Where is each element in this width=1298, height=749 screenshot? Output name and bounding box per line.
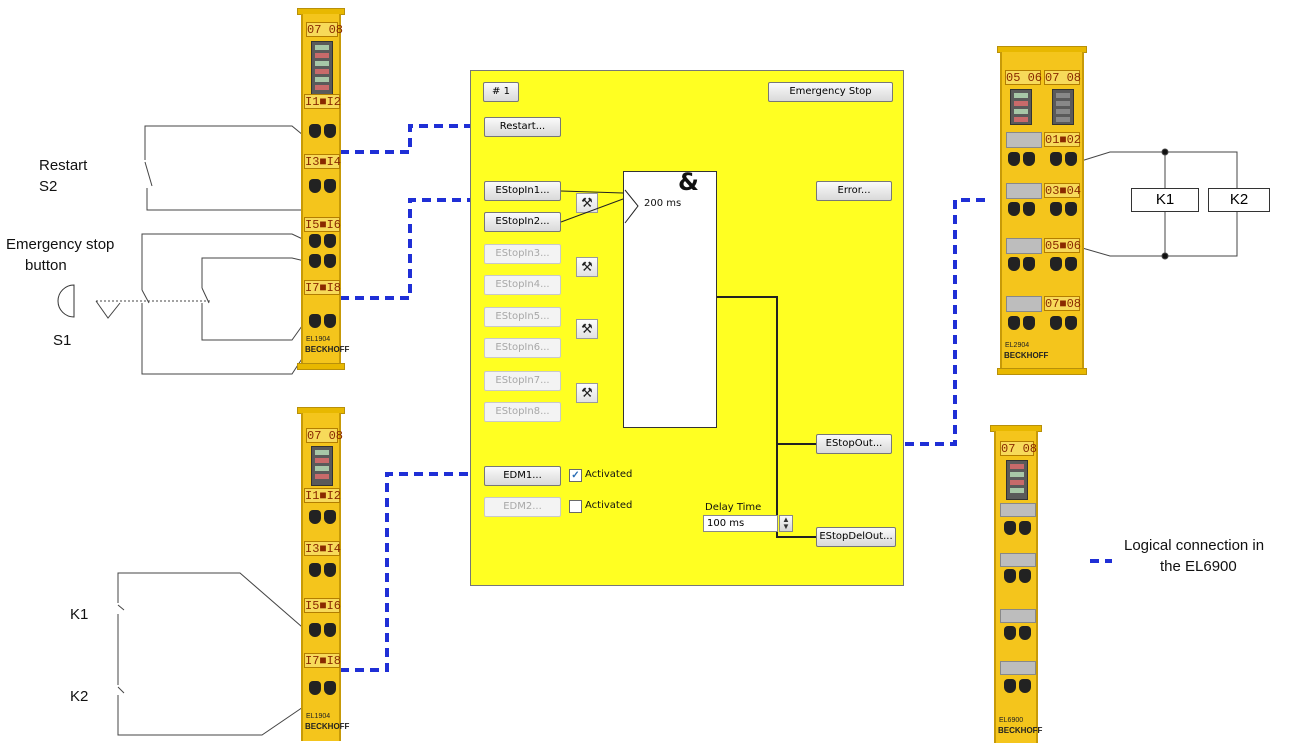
terminal-type: EL1904: [306, 336, 331, 343]
terminal-header: 07 08: [306, 22, 344, 37]
terminal-header-a: 05 06: [1005, 70, 1043, 85]
slot-label: I7■I8: [304, 280, 342, 295]
restart-switch-id: S2: [39, 178, 58, 195]
estop-in1-button[interactable]: EStopIn1...: [484, 181, 561, 201]
slot-label: 01■02: [1044, 132, 1082, 147]
led-block: [311, 446, 333, 486]
edm1-activated-checkbox[interactable]: ✓: [569, 469, 582, 482]
terminal-type: EL1904: [306, 713, 331, 720]
slot-label: I1■I2: [304, 488, 342, 503]
discrepancy-time-label: 200 ms: [644, 198, 682, 209]
estop-in7-button[interactable]: EStopIn7...: [484, 371, 561, 391]
slot-label: I5■I6: [304, 598, 342, 613]
terminal-header-b: 07 08: [1044, 70, 1082, 85]
pair-settings-3-icon[interactable]: ⚒: [576, 319, 598, 339]
delay-time-spinner[interactable]: ▲▼: [779, 515, 793, 532]
edm1-button[interactable]: EDM1...: [484, 466, 561, 486]
estop-in8-button[interactable]: EStopIn8...: [484, 402, 561, 422]
edm2-button[interactable]: EDM2...: [484, 497, 561, 517]
fb-title-field[interactable]: Emergency Stop: [768, 82, 893, 102]
terminal-body: 07 08 EL6900 BECKHOFF: [994, 431, 1042, 743]
slot-label: 05■06: [1044, 238, 1082, 253]
slot-label: I3■I4: [304, 154, 342, 169]
pair-settings-2-icon[interactable]: ⚒: [576, 257, 598, 277]
slot-label: 03■04: [1044, 183, 1082, 198]
restart-label: Restart: [39, 157, 88, 174]
terminal-type: EL2904: [1005, 342, 1030, 349]
internal-connectors: [560, 190, 816, 538]
terminal-body: 07 08 I1■I2 I3■I4 I5■I6 I7■I8 EL1904 BEC…: [301, 14, 349, 364]
legend-label-2: the EL6900: [1160, 558, 1237, 575]
slot-label: I7■I8: [304, 653, 342, 668]
estop-delout-button[interactable]: EStopDelOut...: [816, 527, 896, 547]
led-block: [1006, 460, 1028, 500]
estop-in6-button[interactable]: EStopIn6...: [484, 338, 561, 358]
terminal-header: 07 08: [1000, 441, 1038, 456]
estop-in4-button[interactable]: EStopIn4...: [484, 275, 561, 295]
delay-time-label: Delay Time: [705, 502, 762, 513]
relay-k1: K1: [1131, 188, 1199, 212]
estop-in3-button[interactable]: EStopIn3...: [484, 244, 561, 264]
edm2-activated-label: Activated: [585, 500, 633, 511]
and-symbol: &: [678, 168, 699, 196]
legend-label: Logical connection in: [1124, 537, 1265, 554]
terminal-brand: BECKHOFF: [998, 726, 1043, 735]
logical-connections: [340, 124, 1112, 672]
slot-label: 07■08: [1044, 296, 1082, 311]
output-k1-k2-wiring: [1064, 148, 1238, 260]
edm2-activated-checkbox[interactable]: [569, 500, 582, 513]
led-block: [1052, 89, 1074, 125]
terminal-brand: BECKHOFF: [305, 722, 350, 731]
estop-in5-button[interactable]: EStopIn5...: [484, 307, 561, 327]
terminal-body: 05 06 07 08 01■02 03■04 05■06 07■08 EL29…: [1000, 52, 1084, 368]
terminal-brand: BECKHOFF: [305, 345, 350, 354]
emergency-stop-label-2: button: [25, 257, 67, 274]
led-block: [311, 41, 333, 95]
bottom-rail: [297, 363, 345, 370]
slot-label: I1■I2: [304, 94, 342, 109]
relay-k2: K2: [1208, 188, 1270, 212]
and-logic-block: 200 ms &: [623, 168, 717, 428]
k1-k2-feedback-wiring: [117, 572, 310, 736]
estop-in2-button[interactable]: EStopIn2...: [484, 212, 561, 232]
slot-label: I5■I6: [304, 217, 342, 232]
bottom-rail: [997, 368, 1087, 375]
fb-number-field[interactable]: # 1: [483, 82, 519, 102]
terminal-header: 07 08: [306, 428, 344, 443]
k2-contact-label: K2: [70, 688, 89, 705]
delay-time-input[interactable]: 100 ms: [703, 515, 778, 532]
estop-s1-wiring: [57, 233, 310, 375]
error-button[interactable]: Error...: [816, 181, 892, 201]
estop-switch-id: S1: [53, 332, 72, 349]
terminal-body: 07 08 I1■I2 I3■I4 I5■I6 I7■I8 EL1904 BEC…: [301, 413, 349, 741]
restart-button[interactable]: Restart...: [484, 117, 561, 137]
emergency-stop-function-block: # 1 Emergency Stop Restart... EStopIn1..…: [470, 70, 904, 586]
led-block: [1010, 89, 1032, 125]
terminal-type: EL6900: [999, 717, 1024, 724]
emergency-stop-label: Emergency stop: [6, 236, 115, 253]
edm1-activated-label: Activated: [585, 469, 633, 480]
restart-s2-wiring: [144, 125, 310, 211]
estop-out-button[interactable]: EStopOut...: [816, 434, 892, 454]
k1-contact-label: K1: [70, 606, 89, 623]
pair-settings-4-icon[interactable]: ⚒: [576, 383, 598, 403]
terminal-brand: BECKHOFF: [1004, 351, 1049, 360]
discrepancy-chevron: [624, 189, 639, 224]
slot-label: I3■I4: [304, 541, 342, 556]
